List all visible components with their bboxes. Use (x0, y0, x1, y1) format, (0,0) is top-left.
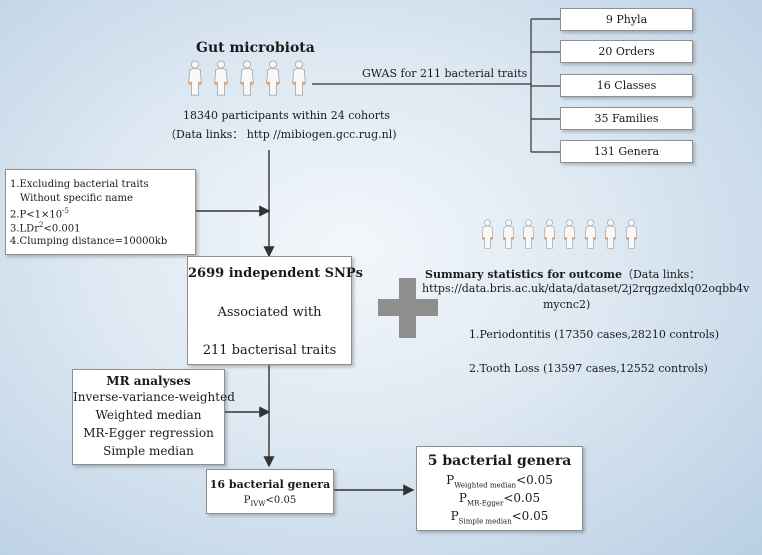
person-icon (624, 219, 639, 253)
outcome-tooth-loss: 2.Tooth Loss (13597 cases,12552 controls… (469, 362, 708, 375)
person-icon (212, 60, 230, 100)
outcome-url-line2: mycnc2) (543, 298, 591, 311)
person-icon (290, 60, 308, 100)
person-icon (562, 219, 577, 253)
criteria-box: 1.Excluding bacterial traits Without spe… (5, 169, 196, 255)
person-icon (264, 60, 282, 100)
person-icon (480, 219, 495, 253)
mibiogen-data-link: （Data links： http //mibiogen.gcc.rug.nl) (165, 128, 397, 141)
gut-microbiota-title: Gut microbiota (196, 40, 315, 56)
outcome-title: Summary statistics for outcome（Data link… (425, 268, 701, 281)
genera-16-box: 16 bacterial genera PIVW<0.05 (206, 469, 334, 514)
outcome-periodontitis: 1.Periodontitis (17350 cases,28210 contr… (469, 328, 719, 341)
gwas-label: GWAS for 211 bacterial traits (362, 67, 528, 80)
outcome-url-line1: https://data.bris.ac.uk/data/dataset/2j2… (422, 282, 750, 295)
plus-vertical (399, 278, 416, 338)
genera-5-box: 5 bacterial genera PWeighted median<0.05… (416, 446, 583, 531)
person-icon (521, 219, 536, 253)
taxa-box-classes: 16 Classes (560, 74, 693, 97)
person-icon (186, 60, 204, 100)
snps-box: 2699 independent SNPs Associated with 21… (187, 256, 363, 365)
person-icon (603, 219, 618, 253)
participants-text: 18340 participants within 24 cohorts (183, 109, 391, 122)
taxa-box-phyla: 9 Phyla (560, 8, 693, 31)
person-icon (501, 219, 516, 253)
person-icon (542, 219, 557, 253)
taxa-box-genera: 131 Genera (560, 140, 693, 163)
person-icon (238, 60, 256, 100)
taxa-box-orders: 20 Orders (560, 40, 693, 63)
mr-analyses-box: MR analyses Inverse-variance-weighted We… (72, 369, 235, 465)
person-icon (583, 219, 598, 253)
taxa-box-families: 35 Families (560, 107, 693, 130)
